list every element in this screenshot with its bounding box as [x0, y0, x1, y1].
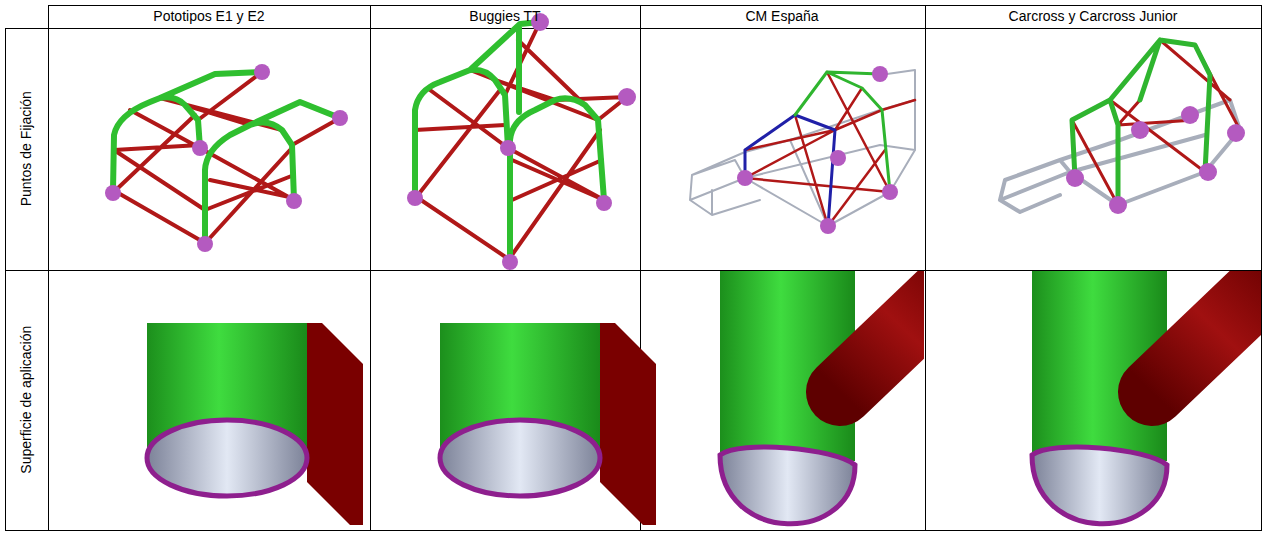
grid-column-lines: [6, 5, 1262, 531]
brace-tube: [1152, 271, 1261, 392]
fixing-point: [1181, 106, 1199, 124]
tube-end: [440, 323, 656, 525]
tube-end: [1032, 268, 1268, 524]
fixing-points: [1066, 106, 1245, 214]
fixing-point: [286, 193, 302, 209]
application-surface: [1032, 447, 1167, 524]
grid-row-lines: [5, 6, 1262, 531]
fixing-point: [1227, 124, 1245, 142]
fixing-point: [197, 236, 213, 252]
fixing-point: [882, 184, 898, 200]
column-header: Buggies TT: [469, 9, 540, 24]
row-header: Superficie de aplicación: [19, 326, 34, 474]
plate: [600, 323, 656, 525]
application-surface: [440, 420, 600, 496]
cage-brace: [1072, 40, 1240, 205]
application-surface: [720, 447, 855, 524]
fixing-point: [1066, 169, 1084, 187]
fixing-point: [105, 185, 121, 201]
fixing-point: [830, 150, 846, 166]
brace-tube: [840, 271, 924, 392]
row-header: Puntos de Fijación: [19, 91, 34, 206]
fixing-point: [872, 66, 888, 82]
plate: [307, 323, 363, 525]
fixing-points: [105, 64, 348, 252]
fixing-point: [618, 88, 636, 106]
fixing-point: [254, 64, 270, 80]
table-grid: [5, 5, 1262, 531]
fixing-point: [192, 140, 208, 156]
cage-brace: [415, 22, 627, 260]
roll-cage: [407, 13, 636, 270]
fixing-points: [407, 13, 636, 270]
application-surface: [147, 420, 307, 496]
fixing-point: [332, 110, 348, 126]
cage-hoop: [415, 22, 604, 260]
cage-brace: [113, 72, 340, 243]
fixing-point: [596, 195, 612, 211]
fixing-point: [502, 254, 518, 270]
fixing-point: [1109, 196, 1127, 214]
main-hoop: [795, 72, 890, 192]
fixing-point: [500, 140, 516, 156]
buggy-frame: [1000, 40, 1245, 214]
column-header: Pototipos E1 y E2: [153, 9, 264, 24]
cage-brace: [745, 72, 915, 226]
chassis-tubes: [690, 70, 915, 226]
fixing-point: [1199, 163, 1217, 181]
column-header: Carcross y Carcross Junior: [1009, 9, 1178, 24]
column-header: CM España: [745, 9, 818, 24]
tube-end: [147, 323, 363, 525]
cage-hoop: [1072, 40, 1210, 205]
buggy-frame: [690, 66, 915, 234]
fixing-point: [737, 170, 753, 186]
cage-hoop: [113, 72, 340, 243]
fixing-point: [1131, 121, 1149, 139]
tube-end: [720, 268, 970, 524]
fixing-points: [737, 66, 898, 234]
fixing-point: [820, 218, 836, 234]
front-hoop: [745, 115, 835, 226]
fixing-point: [407, 190, 423, 206]
roll-cage: [105, 64, 348, 252]
